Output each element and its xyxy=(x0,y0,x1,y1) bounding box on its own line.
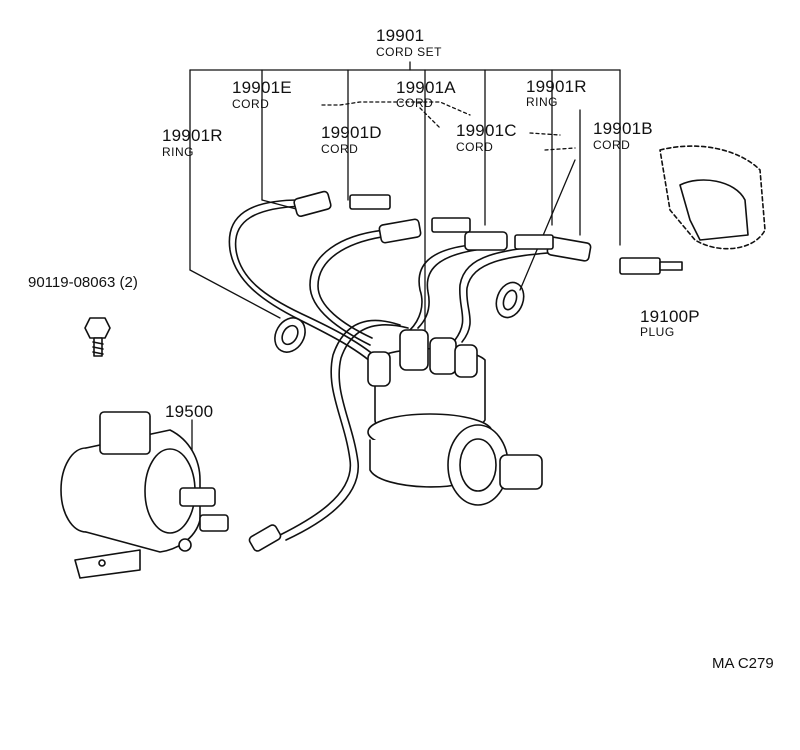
bolt-part-number: 90119-08063 xyxy=(28,274,116,291)
ring-top-part-number: 19901R xyxy=(526,77,587,96)
ring-top-label: RING xyxy=(526,95,558,109)
spark-plugs xyxy=(349,194,683,275)
cord-c-part-number: 19901C xyxy=(456,121,517,140)
cord-e-label: CORD xyxy=(232,97,270,111)
bolt-callout: 90119-08063 (2) xyxy=(28,275,138,290)
cord-e-part-number: 19901E xyxy=(232,78,292,97)
cord-b-label: CORD xyxy=(593,138,631,152)
bolt-quantity: (2) xyxy=(119,274,138,291)
plug-label: PLUG xyxy=(640,325,675,339)
cord-b-part-number: 19901B xyxy=(593,119,653,138)
cord-d-label: CORD xyxy=(321,142,359,156)
ring-left-part-number: 19901R xyxy=(162,126,223,145)
ignition-coil xyxy=(60,411,229,579)
cord-set-part-number: 19901 xyxy=(376,26,425,45)
plug-part-number: 19100P xyxy=(640,307,700,326)
cord-a-label: CORD xyxy=(396,96,434,110)
cord-c-label: CORD xyxy=(456,140,494,154)
cord-d-part-number: 19901D xyxy=(321,123,382,142)
thermostat-housing xyxy=(659,145,766,250)
ring-left-label: RING xyxy=(162,145,194,159)
ignition-cables xyxy=(228,199,561,541)
distributor xyxy=(367,329,543,506)
diagram-code: MA C279 xyxy=(712,655,774,672)
grommets xyxy=(274,281,525,353)
bolt xyxy=(84,317,111,357)
cord-a-part-number: 19901A xyxy=(396,78,456,97)
coil-part-number: 19500 xyxy=(165,402,214,421)
leader-lines xyxy=(189,61,661,471)
cord-set-label: CORD SET xyxy=(376,45,443,59)
